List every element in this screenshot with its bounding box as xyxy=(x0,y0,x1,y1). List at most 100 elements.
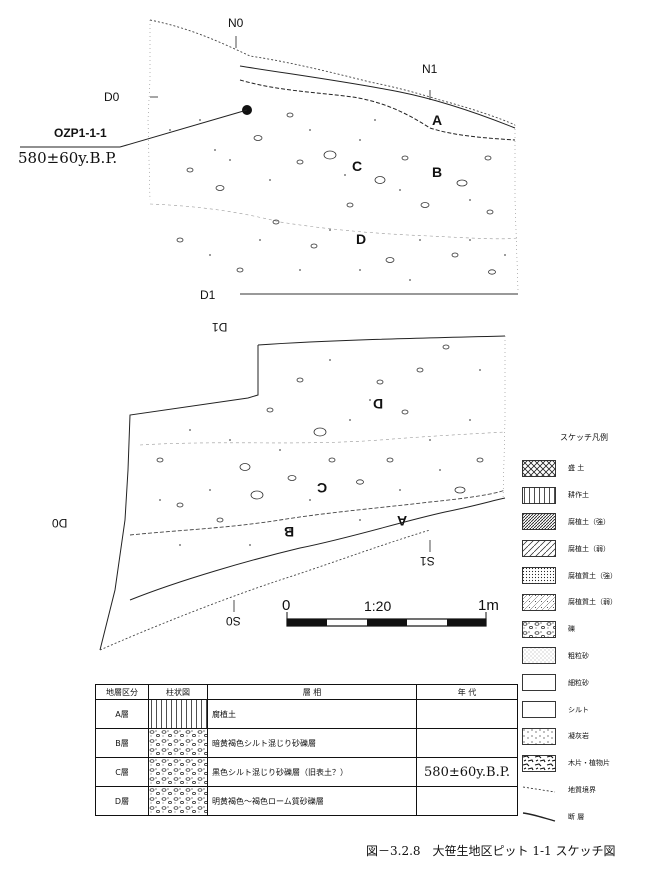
legend-item: 礫 xyxy=(522,616,657,643)
legend-item: シルト xyxy=(522,696,657,723)
table-row: A層腐植土 xyxy=(95,699,518,729)
header-layer: 地層区分 xyxy=(95,684,149,700)
cell-facies: 明黄褐色～褐色ローム質砂礫層 xyxy=(207,786,417,816)
upper-boundary-top xyxy=(239,65,516,129)
legend-item: 盛 土 xyxy=(522,455,657,482)
upper-surface-line xyxy=(149,19,516,126)
lower-pebbles xyxy=(156,344,484,523)
legend-swatch-vlines xyxy=(522,486,556,504)
legend-label: 粗粒砂 xyxy=(568,651,589,660)
lower-wall-sketch xyxy=(99,335,506,651)
legend-swatch-dots-dense xyxy=(522,567,556,585)
upper-right-wall xyxy=(514,125,519,291)
legend-item: 地質境界 xyxy=(522,777,657,804)
cell-column-pattern xyxy=(148,757,208,787)
layer-label-b-lower: B xyxy=(284,524,295,540)
legend-swatch-cross xyxy=(522,459,556,477)
sketch-legend: スケッチ凡例 盛 土耕作土腐植土（強） 腐植土（弱） 腐植質土（強） 腐植質土（弱） 礫… xyxy=(522,432,657,830)
layer-label-b-upper: B xyxy=(432,164,443,180)
legend-item: 腐植質土（弱） xyxy=(522,589,657,616)
cell-age xyxy=(416,786,518,816)
legend-label: 木片・植物片 xyxy=(568,759,610,768)
upper-grains xyxy=(169,119,506,281)
legend-label: 盛 土 xyxy=(568,464,585,473)
point-label-d1: D1 xyxy=(200,288,216,302)
legend-swatch-dashline xyxy=(522,787,556,793)
layer-label-a-lower: A xyxy=(397,513,408,529)
legend-swatch-diag-dense xyxy=(522,513,556,531)
legend-label: 腐植質土（弱） xyxy=(568,598,617,607)
cell-facies: 暗黄褐色シルト混じり砂礫層 xyxy=(207,728,417,758)
point-label-s0: S0 xyxy=(226,614,241,628)
legend-title: スケッチ凡例 xyxy=(560,433,608,442)
point-label-d0: D0 xyxy=(104,90,120,104)
legend-item: 腐植土（強） xyxy=(522,509,657,536)
legend-swatch-fine-dots xyxy=(522,647,556,665)
lower-surface-line xyxy=(99,529,431,651)
cell-facies: 腐植土 xyxy=(207,699,417,729)
legend-label: 地質境界 xyxy=(568,785,596,794)
point-label-d0-lower: D0 xyxy=(52,516,68,530)
cell-column-pattern xyxy=(148,699,208,729)
legend-swatch-fault xyxy=(522,812,556,822)
layer-label-d-lower: D xyxy=(373,396,384,412)
legend-item: 木片・植物片 xyxy=(522,750,657,777)
legend-label: 耕作土 xyxy=(568,491,589,500)
legend-swatch-tuff xyxy=(522,727,556,745)
point-label-n1: N1 xyxy=(422,62,438,76)
legend-label: 腐植質土（強） xyxy=(568,571,617,580)
column-pattern-vlines xyxy=(149,700,207,728)
upper-left-wall xyxy=(147,20,151,201)
legend-item: 凝灰岩 xyxy=(522,723,657,750)
upper-pebbles xyxy=(176,112,496,275)
legend-items: 盛 土耕作土腐植土（強） 腐植土（弱） 腐植質土（強） 腐植質土（弱） 礫粗粒砂細粒砂シ… xyxy=(522,455,657,830)
cell-age xyxy=(416,728,518,758)
column-pattern-pebbles xyxy=(149,787,207,815)
cell-facies: 黒色シルト混じり砂礫層（旧表土？） xyxy=(207,757,417,787)
layer-label-a-upper: A xyxy=(432,112,443,128)
scale-label-ratio: 1:20 xyxy=(364,598,392,614)
point-label-n0: N0 xyxy=(228,16,244,30)
cell-age: 580±60y.B.P. xyxy=(416,757,518,787)
table-row: C層黒色シルト混じり砂礫層（旧表土？）580±60y.B.P. xyxy=(95,757,518,787)
table-row: B層 暗黄褐色シルト混じり砂礫層 xyxy=(95,728,518,758)
layer-label-c-upper: C xyxy=(352,158,363,174)
scale-bar xyxy=(286,612,487,627)
legend-swatch-pebbles xyxy=(522,620,556,638)
sample-id-label: OZP1-1-1 xyxy=(54,126,107,140)
legend-swatch-plain xyxy=(522,674,556,692)
lower-boundary-c xyxy=(129,489,506,536)
cell-age xyxy=(416,699,518,729)
layer-label-d-upper: D xyxy=(356,231,367,247)
figure-caption: 図－3.2.8 大笹生地区ピット 1-1 スケッチ図 xyxy=(366,844,616,858)
column-pattern-pebbles xyxy=(149,729,207,757)
legend-label: 礫 xyxy=(568,625,575,634)
legend-swatch-dots-sparse xyxy=(522,593,556,611)
header-column: 柱状図 xyxy=(148,684,208,700)
cell-layer: D層 xyxy=(95,786,149,816)
lower-boundary-a xyxy=(129,497,506,601)
legend-label: 細粒砂 xyxy=(568,678,589,687)
legend-item: 断 層 xyxy=(522,803,657,830)
upper-boundary-d xyxy=(149,203,519,240)
legend-label: 凝灰岩 xyxy=(568,732,589,741)
legend-item: 腐植質土（強） xyxy=(522,562,657,589)
point-label-s1: S1 xyxy=(420,554,435,568)
legend-label: 腐植土（弱） xyxy=(568,544,610,553)
table-row: D層 明黄褐色～褐色ローム質砂礫層 xyxy=(95,786,518,816)
legend-swatch-wood xyxy=(522,754,556,772)
table-header-row: 地層区分 柱状図 層 相 年 代 xyxy=(95,684,518,700)
legend-item: 細粒砂 xyxy=(522,669,657,696)
cell-column-pattern xyxy=(148,728,208,758)
cell-layer: B層 xyxy=(95,728,149,758)
legend-item: 耕作土 xyxy=(522,482,657,509)
lower-top-outline xyxy=(99,345,259,651)
point-label-d1-lower: D1 xyxy=(212,320,228,334)
legend-item: 腐植土（弱） xyxy=(522,535,657,562)
scale-label-start: 0 xyxy=(282,597,291,614)
legend-label: 腐植土（強） xyxy=(568,517,610,526)
upper-wall-sketch xyxy=(20,19,519,295)
